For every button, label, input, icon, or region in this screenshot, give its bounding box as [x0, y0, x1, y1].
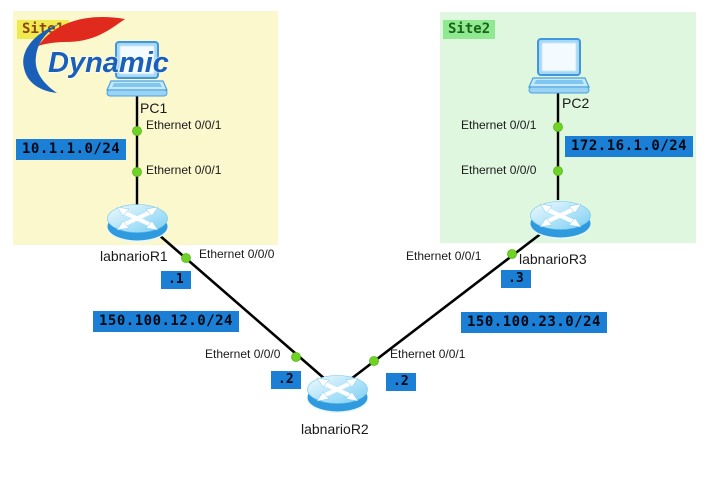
- device-labnarioR2[interactable]: [306, 367, 369, 419]
- port-dot-r2-e001: [369, 356, 379, 366]
- net-label-172-16-1-0: 172.16.1.0/24: [565, 136, 694, 157]
- router-icon: [530, 201, 591, 239]
- laptop-icon: [528, 38, 590, 94]
- iface-label-r1-e000: Ethernet 0/0/0: [199, 247, 275, 261]
- iface-label-r3-e000: Ethernet 0/0/0: [461, 163, 537, 177]
- device-labnarioR1[interactable]: [106, 196, 169, 248]
- device-labnarioR3[interactable]: [529, 193, 592, 245]
- port-dot-r1-e001: [132, 167, 142, 177]
- iface-label-pc1-e001: Ethernet 0/0/1: [146, 118, 222, 132]
- iface-label-r2-e001: Ethernet 0/0/1: [390, 347, 466, 361]
- port-dot-pc1-e001: [132, 126, 142, 136]
- octet-label-r2-right: .2: [386, 373, 416, 391]
- router-icon: [307, 375, 368, 413]
- device-label-labnarioR1: labnarioR1: [100, 248, 168, 264]
- port-dot-pc2-e001: [553, 122, 563, 132]
- device-label-pc2: PC2: [562, 95, 590, 111]
- iface-label-r2-e000: Ethernet 0/0/0: [205, 347, 281, 361]
- port-dot-r2-e000: [291, 352, 301, 362]
- iface-label-pc2-e001: Ethernet 0/0/1: [461, 118, 537, 132]
- net-label-150-100-23-0: 150.100.23.0/24: [461, 312, 607, 333]
- net-label-10-1-1-0: 10.1.1.0/24: [16, 139, 127, 160]
- port-dot-r3-e001: [507, 249, 517, 259]
- device-pc2[interactable]: [526, 38, 592, 100]
- site1-label: Site1: [17, 20, 70, 39]
- port-dot-r1-e000: [181, 253, 191, 263]
- device-label-labnarioR3: labnarioR3: [519, 251, 587, 267]
- device-label-labnarioR2: labnarioR2: [301, 421, 369, 437]
- net-label-150-100-12-0: 150.100.12.0/24: [93, 311, 239, 332]
- link-r1-r2[interactable]: [150, 227, 334, 387]
- iface-label-r1-e001: Ethernet 0/0/1: [146, 163, 222, 177]
- device-pc1[interactable]: [104, 41, 170, 103]
- router-icon: [107, 204, 168, 242]
- device-label-pc1: PC1: [140, 100, 168, 116]
- octet-label-r3: .3: [501, 270, 531, 288]
- iface-label-r3-e001: Ethernet 0/0/1: [406, 249, 482, 263]
- port-dot-r3-e000: [553, 166, 563, 176]
- site2-label: Site2: [443, 20, 496, 39]
- octet-label-r1: .1: [161, 271, 191, 289]
- octet-label-r2-left: .2: [271, 371, 301, 389]
- laptop-icon: [106, 41, 168, 97]
